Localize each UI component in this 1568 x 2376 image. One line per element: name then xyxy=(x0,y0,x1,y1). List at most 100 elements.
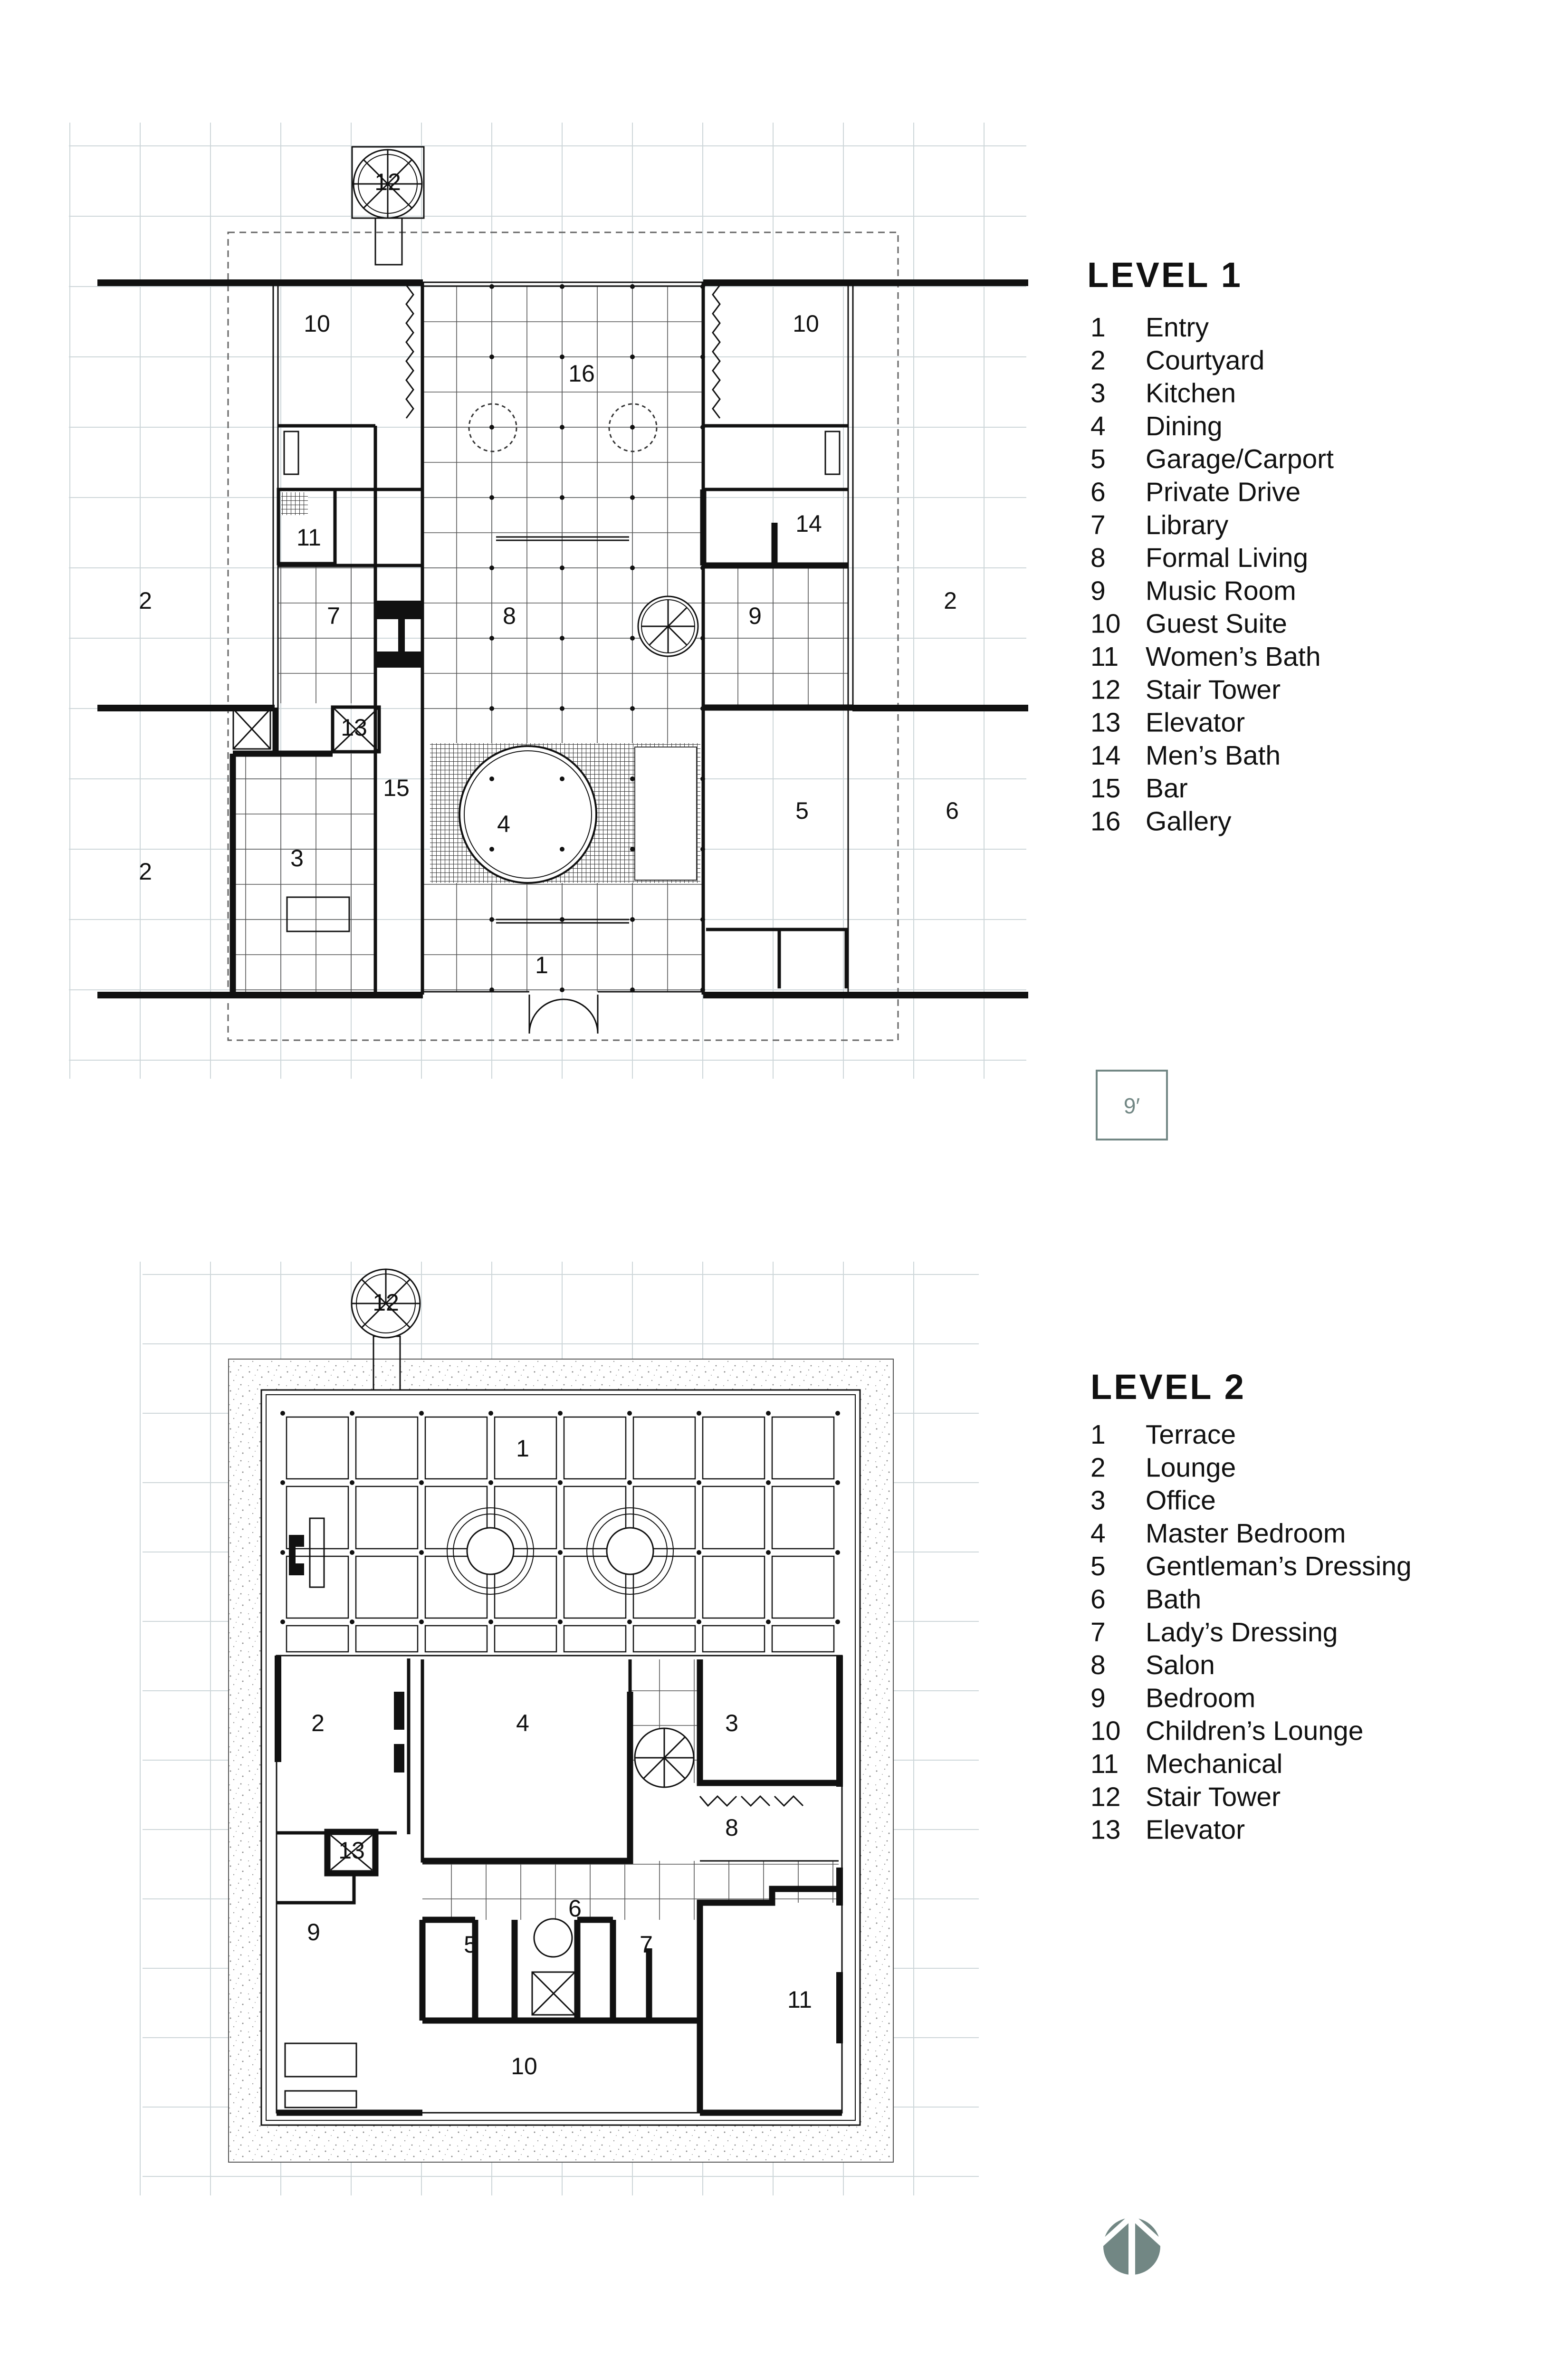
column-dot xyxy=(489,706,494,711)
room-label: 13 xyxy=(341,714,367,741)
legend-number: 7 xyxy=(1090,1617,1106,1648)
paver xyxy=(563,1416,627,1480)
column-dot xyxy=(697,1411,701,1416)
column-dot xyxy=(627,1480,632,1485)
column-dot xyxy=(489,495,494,500)
room-label: 6 xyxy=(946,797,959,824)
level-1-room-labels: 12 10 10 16 11 14 2 7 8 9 2 13 15 5 6 4 … xyxy=(139,169,959,978)
legend-number: 5 xyxy=(1090,444,1106,474)
column-dot xyxy=(488,1619,493,1624)
column-dot xyxy=(835,1619,840,1624)
paver xyxy=(494,1625,557,1653)
legend-number: 10 xyxy=(1090,609,1120,639)
legend-room-name: Bath xyxy=(1146,1584,1201,1615)
legend-number: 12 xyxy=(1090,1782,1120,1812)
legend-room-name: Men’s Bath xyxy=(1146,740,1281,771)
column-dot xyxy=(350,1619,354,1624)
paver xyxy=(702,1625,765,1653)
paver xyxy=(771,1485,835,1550)
paver xyxy=(286,1416,349,1480)
column-dot xyxy=(560,706,564,711)
room-label: 16 xyxy=(568,360,595,387)
legend-number: 10 xyxy=(1090,1716,1120,1746)
legend-number: 15 xyxy=(1090,773,1120,804)
paver xyxy=(424,1416,488,1480)
column-dot xyxy=(630,284,635,289)
legend-room-name: Gentleman’s Dressing xyxy=(1146,1551,1412,1581)
paver xyxy=(355,1555,419,1619)
room-label: 4 xyxy=(516,1710,529,1736)
column-dot xyxy=(419,1480,424,1485)
legend-room-name: Library xyxy=(1146,510,1229,540)
column-dot xyxy=(700,425,705,430)
legend-room-name: Stair Tower xyxy=(1146,1782,1281,1812)
legend-number: 6 xyxy=(1090,1584,1106,1615)
paver xyxy=(632,1625,696,1653)
column-dot xyxy=(489,425,494,430)
room-label: 2 xyxy=(139,858,152,885)
legend-room-name: Bar xyxy=(1146,773,1188,804)
room-label: 13 xyxy=(338,1837,365,1864)
column-dot xyxy=(419,1411,424,1416)
column-dot xyxy=(835,1480,840,1485)
legend-room-name: Lounge xyxy=(1146,1452,1236,1483)
column-dot xyxy=(489,636,494,641)
column-dot xyxy=(560,495,564,500)
column-dot xyxy=(350,1480,354,1485)
legend-number: 7 xyxy=(1090,510,1106,540)
legend-room-name: Formal Living xyxy=(1146,543,1308,573)
legend-number: 12 xyxy=(1090,674,1120,705)
column-dot xyxy=(630,917,635,922)
room-label: 11 xyxy=(296,524,321,551)
legend-room-name: Office xyxy=(1146,1485,1216,1516)
paver xyxy=(355,1625,419,1653)
column-dot xyxy=(700,354,705,359)
legend-number: 2 xyxy=(1090,1452,1106,1483)
legend-room-name: Women’s Bath xyxy=(1146,642,1321,672)
paver xyxy=(771,1625,835,1653)
room-label: 8 xyxy=(725,1814,738,1841)
legend-room-name: Guest Suite xyxy=(1146,609,1287,639)
column-dot xyxy=(766,1411,771,1416)
column-dot xyxy=(630,636,635,641)
level-2-floor-tiles xyxy=(422,1659,839,1920)
room-label: 2 xyxy=(311,1710,325,1736)
legend-number: 14 xyxy=(1090,740,1120,771)
entry-door xyxy=(528,995,599,1034)
column-dot xyxy=(630,565,635,570)
legend-room-name: Bedroom xyxy=(1146,1683,1255,1713)
gallery-features xyxy=(430,403,700,1034)
column-dot xyxy=(489,354,494,359)
column-dot xyxy=(560,284,564,289)
room-label: 1 xyxy=(516,1435,529,1462)
column-dot xyxy=(560,917,564,922)
paver xyxy=(702,1555,765,1619)
level-2-room-labels: 12 1 2 4 3 8 13 6 9 5 7 11 10 xyxy=(307,1289,812,2079)
room-label: 12 xyxy=(374,169,401,195)
legend-room-name: Courtyard xyxy=(1146,345,1264,375)
roof-outline xyxy=(227,231,899,1041)
legend-room-name: Private Drive xyxy=(1146,477,1300,508)
column-dot xyxy=(558,1480,563,1485)
legend-room-name: Children’s Lounge xyxy=(1146,1716,1363,1746)
legend-number: 11 xyxy=(1090,1749,1119,1779)
legend-number: 13 xyxy=(1090,1815,1120,1845)
column-dot xyxy=(560,847,564,852)
column-dot xyxy=(700,495,705,500)
legend-number: 16 xyxy=(1090,806,1120,837)
legend-room-name: Music Room xyxy=(1146,575,1296,606)
paver xyxy=(355,1485,419,1550)
room-label: 5 xyxy=(795,797,809,824)
room-label: 11 xyxy=(787,1986,812,2013)
legend-room-name: Kitchen xyxy=(1146,378,1236,409)
room-label: 2 xyxy=(139,587,152,614)
legend-room-name: Gallery xyxy=(1146,806,1232,837)
legend-room-name: Mechanical xyxy=(1146,1749,1282,1779)
floor-plan-sheet: 12 10 10 16 11 14 2 7 8 9 2 13 15 5 6 4 … xyxy=(69,123,1412,2275)
spiral-stair-icon xyxy=(637,595,699,657)
paver xyxy=(424,1625,488,1653)
dining-table xyxy=(459,745,597,884)
column-dot xyxy=(280,1619,285,1624)
